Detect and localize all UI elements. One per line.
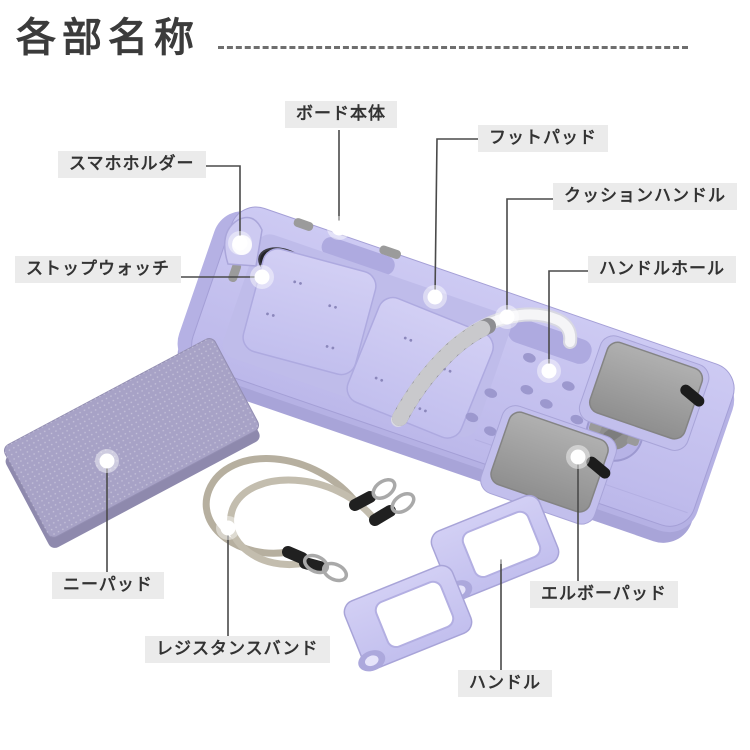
label-foot-pad: フットパッド — [478, 125, 608, 153]
callout-dot-elbow-pad — [566, 445, 590, 469]
label-resistance-band: レジスタンスバンド — [145, 636, 330, 664]
label-cushion-handle: クッションハンドル — [553, 183, 737, 211]
knee-pad-illustration — [3, 338, 260, 548]
callout-dot-stopwatch — [250, 265, 274, 289]
connector-lines — [106, 130, 588, 670]
label-board-body: ボード本体 — [285, 101, 397, 129]
callout-dots — [95, 216, 590, 564]
label-handle: ハンドル — [458, 670, 552, 698]
handle-holes-illustration — [465, 353, 611, 436]
connector-smartphone-holder — [189, 165, 241, 243]
connector-foot-pad — [434, 138, 478, 298]
label-smartphone-holder: スマホホルダー — [58, 151, 206, 179]
band-peg-lower-icon — [586, 456, 611, 479]
resistance-band-illustration — [202, 455, 416, 583]
callout-dot-foot-pad — [423, 285, 447, 309]
callout-dot-cushion-handle — [495, 305, 519, 329]
elbow-pad-lower-illustration — [480, 405, 617, 525]
elbow-pad-upper-illustration — [578, 335, 710, 451]
label-stopwatch: ストップウォッチ — [15, 256, 181, 284]
handle-upper-illustration — [430, 494, 560, 602]
callout-dot-resistance-band — [216, 516, 240, 540]
band-peg-right-icon — [680, 384, 705, 407]
connector-cushion-handle — [506, 198, 553, 317]
label-handle-hole: ハンドルホール — [588, 256, 736, 284]
title-dashed-rule — [218, 46, 688, 49]
callout-dot-handle — [489, 540, 513, 564]
callout-dot-board-body — [327, 216, 351, 240]
page-title: 各部名称 — [16, 15, 200, 61]
connector-handle-hole — [548, 270, 588, 371]
callout-dot-handle-hole — [537, 359, 561, 383]
label-knee-pad: ニーパッド — [52, 572, 164, 600]
callout-dot-knee-pad — [95, 449, 119, 473]
foot-pad-left-illustration — [242, 248, 377, 376]
label-elbow-pad: エルボーパッド — [530, 581, 678, 609]
handle-lower-illustration — [343, 564, 473, 672]
callout-dot-smartphone-holder — [228, 231, 252, 255]
